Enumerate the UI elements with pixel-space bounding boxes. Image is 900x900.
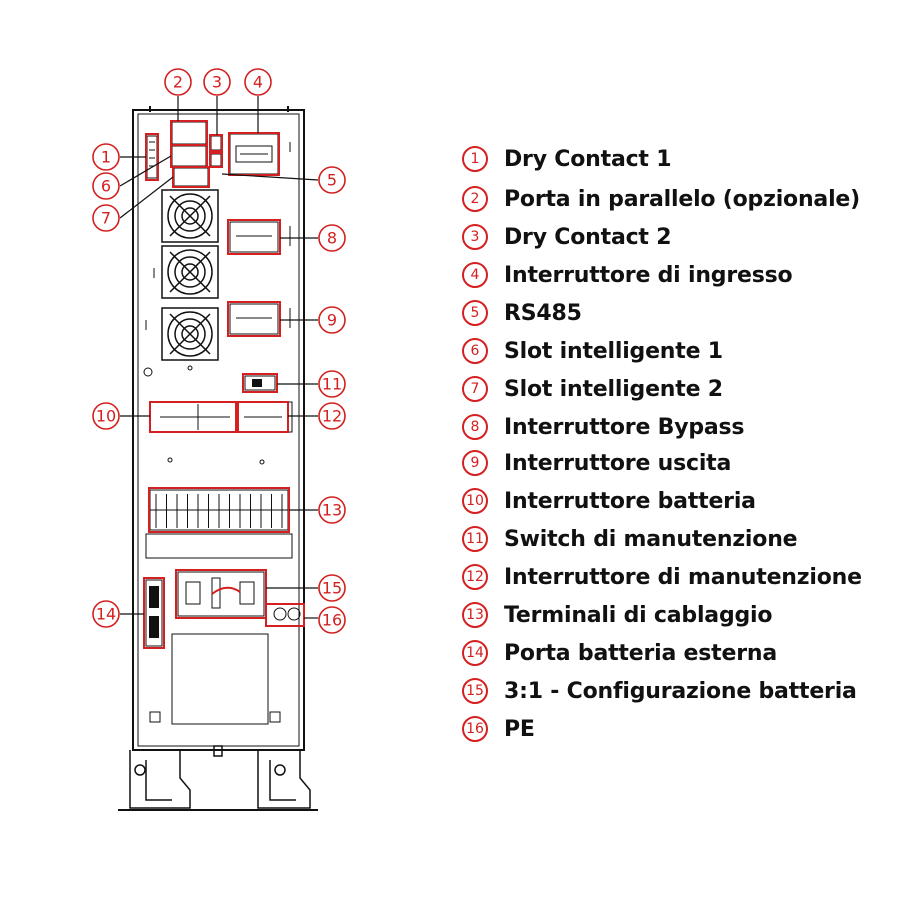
callout-number: 5 bbox=[327, 171, 337, 190]
legend-label: PE bbox=[504, 716, 535, 742]
callout-number: 2 bbox=[173, 73, 183, 92]
callout-number: 11 bbox=[322, 375, 342, 394]
legend-label: RS485 bbox=[504, 300, 582, 326]
bypass-output-breakers bbox=[229, 221, 291, 335]
callout-number: 16 bbox=[322, 611, 342, 630]
callout-1: 1 bbox=[92, 143, 120, 171]
legend-number: 9 bbox=[462, 450, 488, 476]
callout-number: 13 bbox=[322, 501, 342, 520]
legend-item-11: 11 Switch di manutenzione bbox=[462, 524, 798, 554]
legend-number: 2 bbox=[462, 186, 488, 212]
legend-number: 7 bbox=[462, 376, 488, 402]
battery-config-area bbox=[177, 571, 301, 621]
panel-details bbox=[143, 268, 265, 465]
wiring-terminals bbox=[145, 489, 293, 559]
callout-7: 7 bbox=[92, 204, 120, 232]
legend-item-6: 6 Slot intelligente 1 bbox=[462, 336, 723, 366]
callout-11: 11 bbox=[318, 370, 346, 398]
legend-label: Interruttore uscita bbox=[504, 450, 732, 476]
legend-number: 10 bbox=[462, 488, 488, 514]
callout-number: 6 bbox=[101, 177, 111, 196]
callout-number: 8 bbox=[327, 229, 337, 248]
legend-label: Porta batteria esterna bbox=[504, 640, 777, 666]
legend-number: 12 bbox=[462, 564, 488, 590]
cover-plate bbox=[149, 633, 281, 725]
legend-item-1: 1 Dry Contact 1 bbox=[462, 144, 672, 174]
callout-number: 10 bbox=[96, 407, 116, 426]
legend-item-16: 16 PE bbox=[462, 714, 535, 744]
legend-number: 6 bbox=[462, 338, 488, 364]
legend-number: 4 bbox=[462, 262, 488, 288]
callout-10: 10 bbox=[92, 402, 120, 430]
breaker-row-highlights bbox=[149, 401, 289, 433]
legend-label: Dry Contact 1 bbox=[504, 146, 672, 172]
legend-item-8: 8 Interruttore Bypass bbox=[462, 412, 745, 442]
legend-label: Interruttore Bypass bbox=[504, 414, 745, 440]
callout-number: 12 bbox=[322, 407, 342, 426]
legend-label: Interruttore batteria bbox=[504, 488, 756, 514]
callout-14: 14 bbox=[92, 600, 120, 628]
legend-number: 15 bbox=[462, 678, 488, 704]
legend-number: 3 bbox=[462, 224, 488, 250]
legend-number: 1 bbox=[462, 146, 488, 172]
callout-number: 15 bbox=[322, 579, 342, 598]
legend-item-9: 9 Interruttore uscita bbox=[462, 448, 731, 478]
legend-label: Interruttore di manutenzione bbox=[504, 564, 862, 590]
callout-number: 9 bbox=[327, 311, 337, 330]
legend-number: 13 bbox=[462, 602, 488, 628]
callout-2: 2 bbox=[164, 68, 192, 96]
legend-number: 11 bbox=[462, 526, 488, 552]
legend-item-7: 7 Slot intelligente 2 bbox=[462, 374, 723, 404]
callout-number: 14 bbox=[96, 605, 116, 624]
cooling-fans bbox=[161, 189, 219, 361]
legend-number: 5 bbox=[462, 300, 488, 326]
cabinet-feet bbox=[118, 745, 318, 811]
legend-label: 3:1 - Configurazione batteria bbox=[504, 678, 857, 704]
legend-label: Porta in parallelo (opzionale) bbox=[504, 186, 860, 212]
callout-12: 12 bbox=[318, 402, 346, 430]
legend-number: 8 bbox=[462, 414, 488, 440]
legend-item-12: 12 Interruttore di manutenzione bbox=[462, 562, 862, 592]
legend-item-15: 15 3:1 - Configurazione batteria bbox=[462, 676, 857, 706]
callout-3: 3 bbox=[203, 68, 231, 96]
legend-label: Slot intelligente 2 bbox=[504, 376, 723, 402]
legend-label: Interruttore di ingresso bbox=[504, 262, 793, 288]
legend-item-2: 2 Porta in parallelo (opzionale) bbox=[462, 184, 860, 214]
battery-config-highlights bbox=[175, 569, 305, 627]
callout-8: 8 bbox=[318, 224, 346, 252]
legend-number: 14 bbox=[462, 640, 488, 666]
legend-item-14: 14 Porta batteria esterna bbox=[462, 638, 777, 668]
callout-number: 3 bbox=[212, 73, 222, 92]
callout-16: 16 bbox=[318, 606, 346, 634]
callout-15: 15 bbox=[318, 574, 346, 602]
callout-9: 9 bbox=[318, 306, 346, 334]
legend-label: Terminali di cablaggio bbox=[504, 602, 773, 628]
callout-4: 4 bbox=[244, 68, 272, 96]
external-battery-port bbox=[143, 577, 165, 649]
legend-item-4: 4 Interruttore di ingresso bbox=[462, 260, 793, 290]
bypass-output-highlights bbox=[227, 219, 281, 337]
callout-13: 13 bbox=[318, 496, 346, 524]
breaker-row bbox=[149, 401, 293, 433]
leader-lines bbox=[119, 96, 319, 619]
legend-label: Slot intelligente 1 bbox=[504, 338, 723, 364]
legend-label: Dry Contact 2 bbox=[504, 224, 672, 250]
callout-number: 7 bbox=[101, 209, 111, 228]
callout-number: 4 bbox=[253, 73, 263, 92]
legend-number: 16 bbox=[462, 716, 488, 742]
maintenance-switch bbox=[242, 373, 278, 393]
legend-label: Switch di manutenzione bbox=[504, 526, 798, 552]
legend-item-3: 3 Dry Contact 2 bbox=[462, 222, 672, 252]
legend-item-5: 5 RS485 bbox=[462, 298, 582, 328]
legend-item-13: 13 Terminali di cablaggio bbox=[462, 600, 772, 630]
callout-5: 5 bbox=[318, 166, 346, 194]
callout-number: 1 bbox=[101, 148, 111, 167]
legend-item-10: 10 Interruttore batteria bbox=[462, 486, 756, 516]
top-highlights bbox=[145, 120, 280, 188]
callout-6: 6 bbox=[92, 172, 120, 200]
